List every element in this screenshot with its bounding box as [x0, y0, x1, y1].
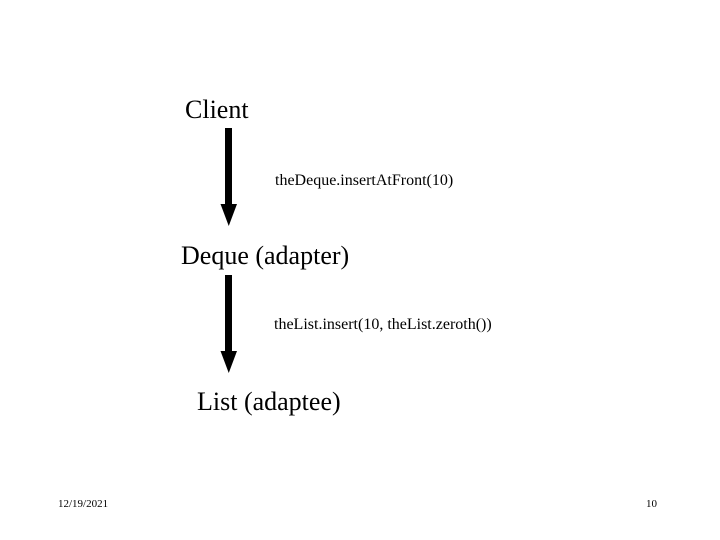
node-client: Client: [185, 95, 249, 124]
node-list-adaptee: List (adaptee): [197, 387, 341, 416]
down-arrow-icon: [220, 275, 237, 373]
node-deque-adapter: Deque (adapter): [181, 241, 350, 270]
footer-page-number: 10: [646, 498, 657, 510]
arrow-client-to-deque: [213, 128, 245, 228]
message-label-insert-at-front: theDeque.insertAtFront(10): [275, 172, 454, 189]
down-arrow-icon: [220, 128, 237, 226]
arrow-deque-to-list: [213, 275, 245, 375]
message-label-list-insert: theList.insert(10, theList.zeroth()): [274, 316, 492, 333]
footer-date: 12/19/2021: [58, 498, 109, 510]
